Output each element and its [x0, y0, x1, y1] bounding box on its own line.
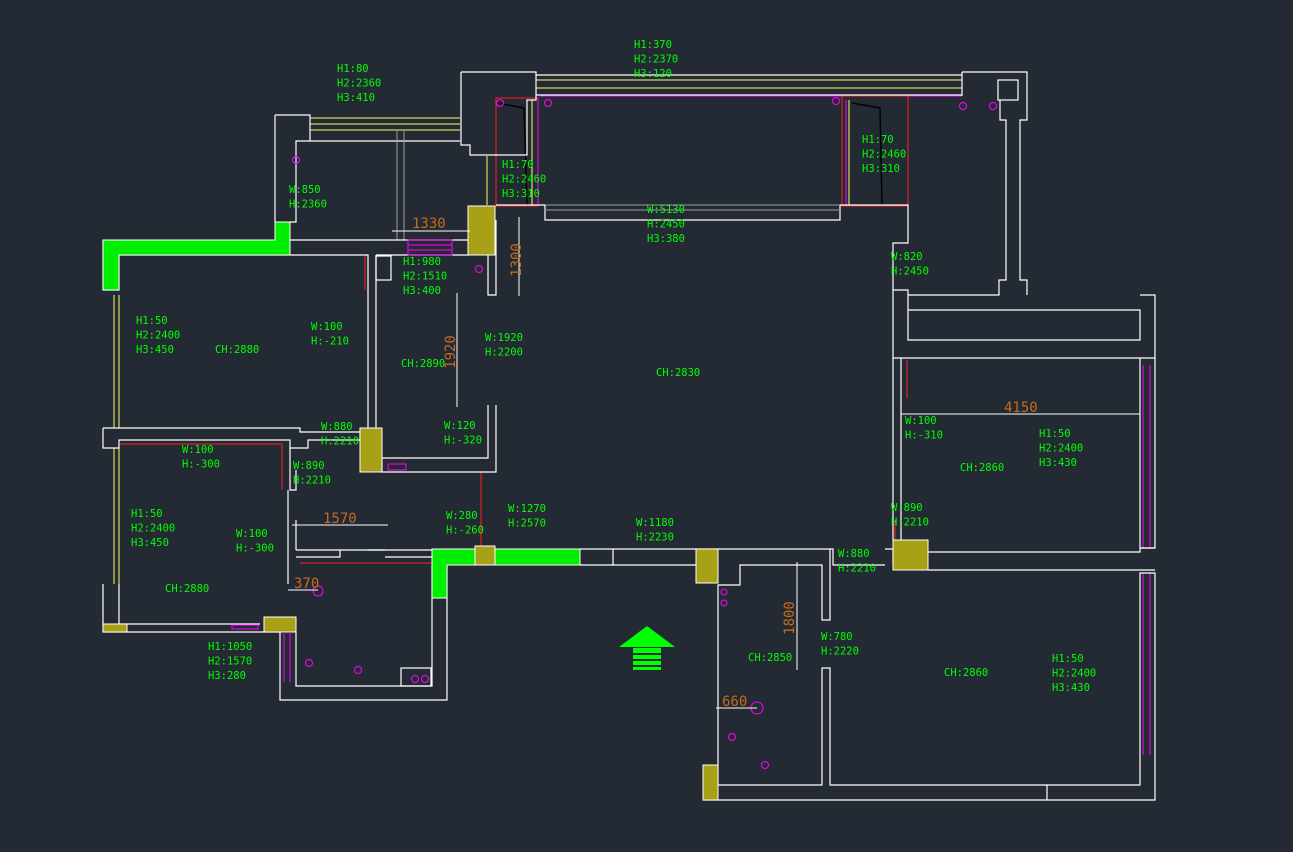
dim-1570: 1570 [323, 511, 357, 527]
dim-1330: 1330 [412, 216, 446, 232]
red-lines [120, 256, 908, 564]
entrance-arrow-icon [619, 626, 675, 670]
balcony-frames [495, 95, 1151, 755]
fixtures [231, 239, 453, 682]
dim-1300: 1300 [509, 243, 525, 277]
dim-660: 660 [722, 694, 747, 710]
dimension-labels: 1330 1300 1920 4150 1570 370 1800 660 [294, 216, 1038, 710]
label-room1-ceiling: CH:2880 [215, 344, 259, 356]
window-lines [113, 79, 962, 584]
label-room2-ceiling: CH:2880 [165, 583, 209, 595]
dimension-lines [288, 217, 1140, 709]
label-bath2-ceiling: CH:2850 [748, 652, 792, 664]
label-kitchen-ceiling: CH:2890 [401, 358, 445, 370]
opening-fills [102, 221, 581, 599]
label-room4-ceiling: CH:2860 [944, 667, 988, 679]
socket-marker-icon [292, 97, 997, 769]
dim-1920: 1920 [443, 335, 459, 369]
walls [102, 71, 1156, 801]
dim-370: 370 [294, 576, 319, 592]
dim-4150: 4150 [1004, 400, 1038, 416]
label-living-ceiling: CH:2830 [656, 367, 700, 379]
dim-1800: 1800 [782, 601, 798, 635]
label-room3-ceiling: CH:2860 [960, 462, 1004, 474]
